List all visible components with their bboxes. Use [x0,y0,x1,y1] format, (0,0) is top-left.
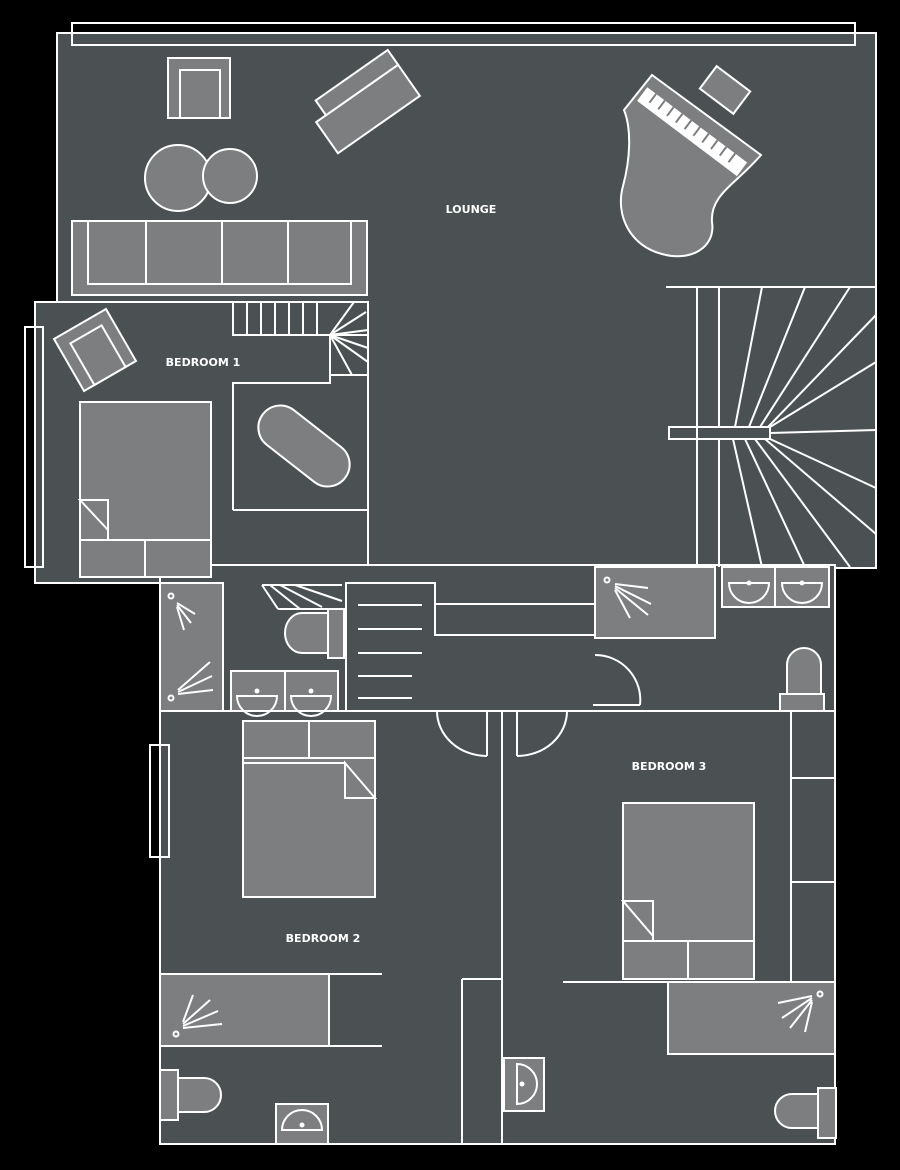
toilet-icon [284,608,345,659]
toilet-icon [779,647,825,712]
bedroom-3-label: BEDROOM 3 [632,760,707,773]
sink-icon [503,1057,545,1112]
shower-icon [159,582,224,712]
bedroom-1: BEDROOM 1 [24,301,369,578]
shower-icon [159,973,382,1047]
grand-piano-icon [619,73,763,258]
double-bed-icon [77,401,212,578]
sofa-icon [71,220,368,296]
sink-icon [275,1103,329,1145]
sink-icon [721,566,830,608]
bedroom-2: BEDROOM 2 [149,710,568,1145]
bedroom-2-label: BEDROOM 2 [286,932,361,945]
bedroom-3: BEDROOM 3 [503,710,837,1139]
door-icon [593,653,642,706]
staircase-icon [345,582,595,711]
lounge: LOUNGE [71,48,877,568]
lounge-label: LOUNGE [446,203,497,216]
double-bed-icon [620,802,755,980]
armchair-icon [167,57,231,119]
piano-stool-icon [698,64,752,116]
toilet-icon [159,1069,222,1121]
staircase-icon [666,286,877,568]
sink-icon [230,670,339,717]
bedroom-1-label: BEDROOM 1 [166,356,241,369]
double-bed-icon [242,720,378,898]
door-icon [436,710,568,757]
staircase-icon [232,301,369,376]
shower-icon [594,566,716,639]
armchair-icon [52,307,138,393]
toilet-icon [774,1087,837,1139]
window-icon [149,744,170,858]
shower-icon [667,981,836,1055]
lounger-icon [314,48,422,155]
lounge-window [71,22,856,46]
window-icon [24,326,44,568]
coffee-table-icon [144,144,258,212]
bathtub-icon [257,404,351,488]
middle-section [159,566,830,717]
